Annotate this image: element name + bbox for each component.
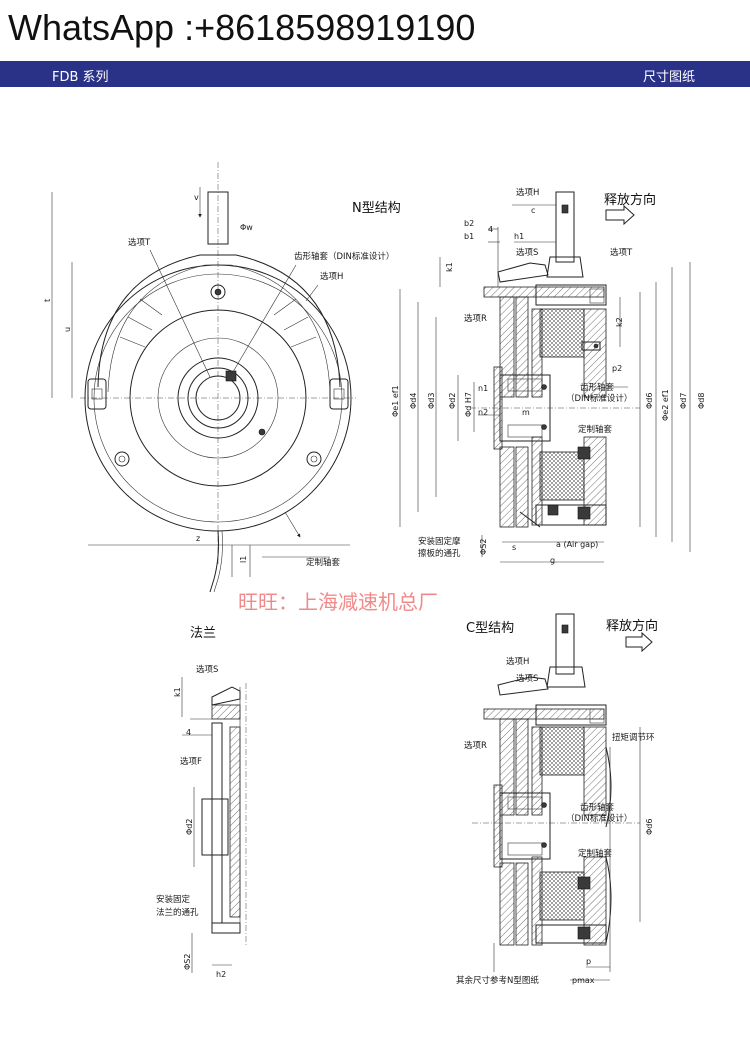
c-release-direction: 释放方向 xyxy=(606,618,658,634)
dim-k1-flange: k1 xyxy=(173,687,182,697)
label-option-r-c: 选项R xyxy=(464,740,487,751)
dim-t: t xyxy=(43,299,52,302)
front-view xyxy=(51,162,356,593)
label-gear-sleeve-din: 齿形轴套（DIN标准设计） xyxy=(294,251,394,262)
dim-g: g xyxy=(550,556,555,565)
dim-n2: n2 xyxy=(478,408,488,417)
dim-d8: Φd8 xyxy=(697,393,706,409)
dim-p2: p2 xyxy=(612,364,622,373)
dim-h1: h1 xyxy=(514,232,524,241)
drawing-sheet: v Φw t u z l1 选项T 齿形轴套（DIN标准设计） 选项H 定制轴套… xyxy=(0,87,750,1061)
dim-k2: k2 xyxy=(615,317,624,327)
label-mount-flange-2: 法兰的通孔 xyxy=(156,907,199,918)
dim-dh7: Φd H7 xyxy=(464,392,473,417)
label-option-s-c: 选项S xyxy=(516,673,538,684)
label-option-h-c: 选项H xyxy=(506,656,529,667)
dim-e2: Φe2 ef1 xyxy=(661,389,670,421)
c-type-title: C型结构 xyxy=(466,621,514,636)
dim-d6: Φd6 xyxy=(645,393,654,409)
dim-s2-n: ΦS2 xyxy=(479,539,488,555)
label-custom-sleeve-front: 定制轴套 xyxy=(306,557,341,568)
dim-d7: Φd7 xyxy=(679,393,688,409)
dim-k1-n: k1 xyxy=(445,262,454,272)
dim-v: v xyxy=(194,193,199,202)
label-option-t-n: 选项T xyxy=(610,247,633,258)
dim-s2-flange: ΦS2 xyxy=(183,954,192,970)
label-option-s-flange: 选项S xyxy=(196,664,218,675)
label-custom-sleeve-c: 定制轴套 xyxy=(578,848,613,859)
label-option-h-n: 选项H xyxy=(516,187,539,198)
dim-l1: l1 xyxy=(239,556,248,563)
watermark: 旺旺：上海减速机总厂 xyxy=(238,590,438,614)
label-option-t-front: 选项T xyxy=(128,237,151,248)
section-view-c xyxy=(472,613,641,981)
label-mount-hole-1: 安装固定摩 xyxy=(418,536,461,547)
header-bar: FDB 系列 尺寸图纸 xyxy=(0,61,750,87)
label-option-h-front: 选项H xyxy=(320,271,343,282)
dim-w: Φw xyxy=(240,223,253,232)
n-release-direction: 释放方向 xyxy=(604,192,656,208)
label-option-f: 选项F xyxy=(180,756,202,767)
label-mount-hole-2: 擦板的通孔 xyxy=(418,548,461,559)
series-label: FDB 系列 xyxy=(52,70,109,85)
dim-four-flange: 4 xyxy=(186,728,191,737)
label-gear-sleeve-n: 齿形轴套 xyxy=(580,382,615,393)
dim-p: p xyxy=(586,957,591,966)
dim-four-n: 4 xyxy=(488,225,493,234)
label-din-design-n: （DIN标准设计） xyxy=(566,393,632,404)
dim-u: u xyxy=(63,327,72,332)
dim-pmax: pmax xyxy=(572,976,595,985)
label-gear-sleeve-c: 齿形轴套 xyxy=(580,802,615,813)
section-view-n xyxy=(399,191,691,563)
flange-view xyxy=(181,677,247,973)
dim-c: c xyxy=(531,206,535,215)
dim-s: s xyxy=(512,543,516,552)
dim-d6-c: Φd6 xyxy=(645,819,654,835)
dim-d2: Φd2 xyxy=(448,393,457,409)
label-option-s-n: 选项S xyxy=(516,247,538,258)
release-arrow-icon-c xyxy=(625,631,653,653)
dim-e1: Φe1 ef1 xyxy=(391,385,400,417)
dim-n1: n1 xyxy=(478,384,488,393)
dim-b2: b2 xyxy=(464,219,474,228)
label-option-r-n: 选项R xyxy=(464,313,487,324)
label-other-dims-note: 其余尺寸参考N型图纸 xyxy=(456,975,539,986)
dim-d3: Φd3 xyxy=(427,393,436,409)
whatsapp-contact: WhatsApp :+8618598919190 xyxy=(0,0,476,56)
flange-title: 法兰 xyxy=(190,626,216,641)
label-din-design-c: （DIN标准设计） xyxy=(566,813,632,824)
dim-air-gap: a (Air gap) xyxy=(556,540,598,549)
release-arrow-icon xyxy=(605,204,635,226)
technical-drawing: v Φw t u z l1 选项T 齿形轴套（DIN标准设计） 选项H 定制轴套… xyxy=(43,162,706,986)
dim-b1: b1 xyxy=(464,232,474,241)
dim-h2: h2 xyxy=(216,970,226,979)
dim-d2-flange: Φd2 xyxy=(185,819,194,835)
section-label: 尺寸图纸 xyxy=(642,70,695,85)
dim-m: m xyxy=(522,408,530,417)
label-torque-ring: 扭矩调节环 xyxy=(612,732,655,743)
label-mount-flange-1: 安装固定 xyxy=(156,894,191,905)
label-custom-sleeve-n: 定制轴套 xyxy=(578,424,613,435)
n-type-title: N型结构 xyxy=(352,201,401,216)
dim-d4: Φd4 xyxy=(409,393,418,409)
dim-z: z xyxy=(196,534,200,543)
